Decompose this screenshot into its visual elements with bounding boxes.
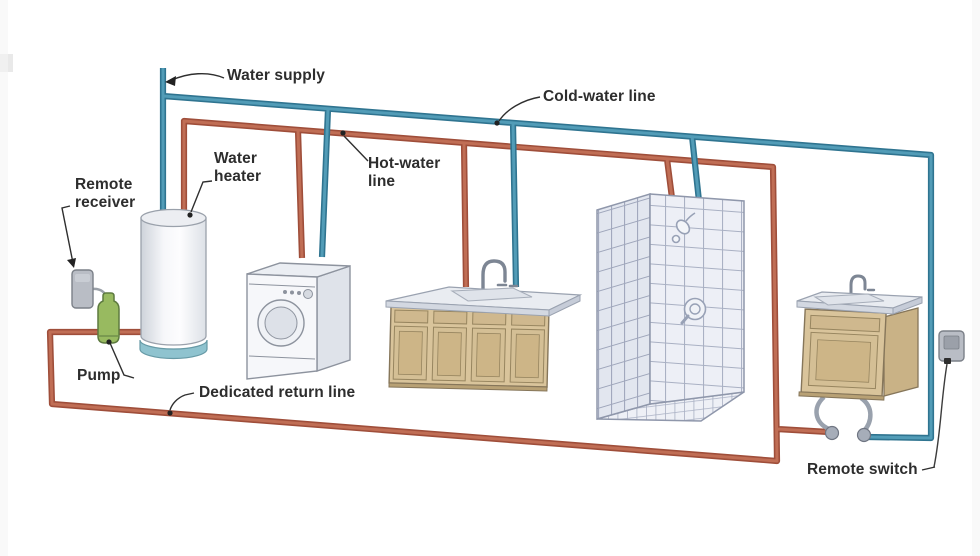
label-water-heater: Water heater xyxy=(214,150,262,185)
remote-switch-icon xyxy=(933,330,965,468)
label-hot-water-line: Hot-water line xyxy=(368,155,441,190)
label-remote-switch: Remote switch xyxy=(807,461,918,478)
recirculation-pump-icon xyxy=(97,292,120,344)
tiled-shower-icon xyxy=(596,192,745,422)
switch-cord xyxy=(933,363,948,468)
label-pump: Pump xyxy=(77,367,121,384)
vanity-hot-hose xyxy=(814,395,831,432)
water-supply-arrowhead xyxy=(165,76,176,86)
label-remote-receiver: Remote receiver xyxy=(75,176,136,211)
vanity-faucet-icon xyxy=(849,274,876,299)
showerhead-icon xyxy=(671,212,696,244)
hose-connector-ball xyxy=(856,427,872,443)
hose-connector-ball xyxy=(824,425,840,441)
bathroom-vanity-icon xyxy=(796,274,923,443)
shower-valve-icon xyxy=(680,297,707,325)
receiver-arrowhead xyxy=(67,258,76,268)
water-heater-tank-icon xyxy=(139,208,208,360)
leader-dots xyxy=(67,76,500,416)
label-cold-water-line: Cold-water line xyxy=(543,88,656,105)
kitchen-sink-cabinet-icon xyxy=(385,259,583,392)
kitchen-faucet-icon xyxy=(481,259,519,291)
washing-machine-icon xyxy=(246,262,351,380)
vanity-cold-hose xyxy=(859,396,873,433)
label-dedicated-return-line: Dedicated return line xyxy=(199,384,356,401)
leader-lines xyxy=(61,73,936,471)
label-water-supply: Water supply xyxy=(227,67,325,84)
remote-receiver-icon xyxy=(71,269,94,309)
